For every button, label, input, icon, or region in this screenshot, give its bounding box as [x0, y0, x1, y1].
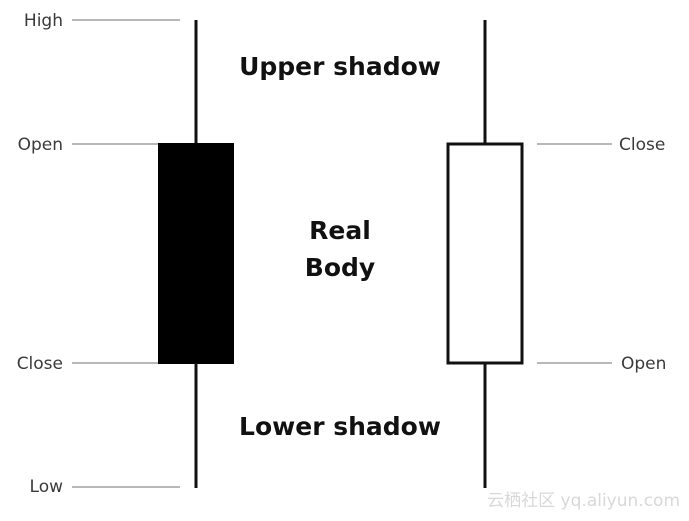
watermark-text: 云栖社区 yq.aliyun.com [487, 491, 680, 511]
bearish-real-body [158, 143, 234, 364]
label-close-left: Close [17, 354, 63, 374]
label-open-left: Open [18, 135, 63, 155]
label-open-right: Open [621, 354, 666, 374]
label-lower-shadow: Lower shadow [239, 412, 441, 441]
bullish-real-body [446, 142, 524, 365]
label-upper-shadow: Upper shadow [239, 52, 441, 81]
label-high: High [24, 11, 63, 31]
label-low: Low [30, 477, 64, 497]
label-real-body-line1: Real [309, 216, 371, 245]
label-real-body-line2: Body [305, 253, 375, 282]
label-close-right: Close [619, 135, 665, 155]
